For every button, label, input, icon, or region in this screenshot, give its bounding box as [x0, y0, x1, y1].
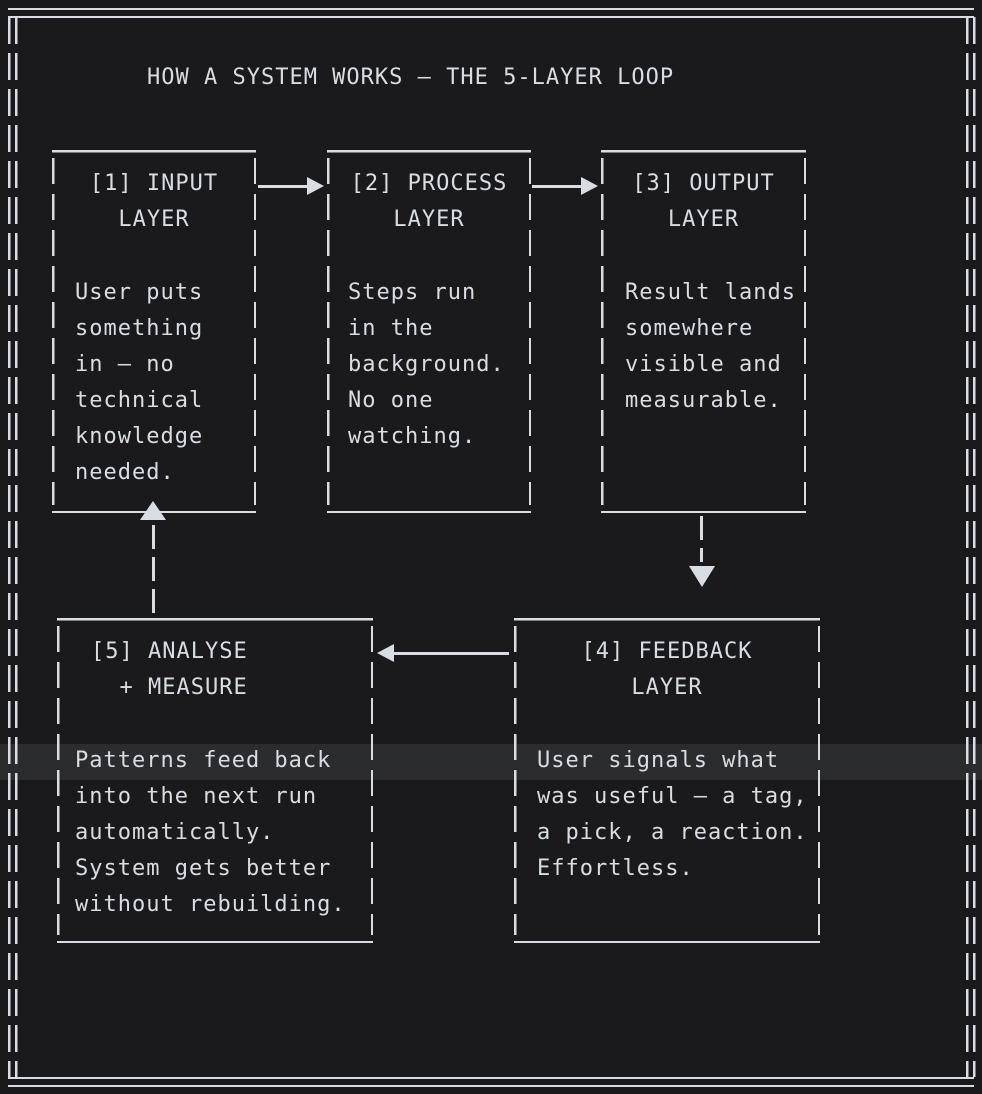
- arrow-process-to-output: [532, 177, 598, 195]
- body-line: Effortless.: [537, 856, 694, 881]
- outer-frame-bottom-border: [8, 1077, 974, 1087]
- body-line: System gets better: [75, 856, 332, 881]
- header-line: [1] INPUT: [89, 171, 219, 196]
- header-line: + MEASURE: [91, 675, 248, 700]
- body-line: Patterns feed back: [75, 748, 332, 773]
- outer-frame-left-border: [8, 17, 18, 1077]
- box-analyse-measure-body: Patterns feed back into the next run aut…: [57, 743, 373, 923]
- box-feedback-layer-header: [4] FEEDBACK LAYER: [514, 634, 820, 706]
- body-line: No one: [348, 388, 434, 413]
- arrow-shaft: [532, 185, 584, 188]
- arrow-feedback-to-analyse: [377, 644, 509, 662]
- box-input-layer-header: [1] INPUT LAYER: [52, 166, 256, 238]
- body-line: automatically.: [75, 820, 275, 845]
- box-process-layer-header: [2] PROCESS LAYER: [327, 166, 531, 238]
- arrow-right-icon: [307, 177, 324, 195]
- body-line: in the: [348, 316, 434, 341]
- header-line: [3] OUTPUT: [632, 171, 775, 196]
- body-line: needed.: [75, 460, 175, 485]
- arrow-right-icon: [581, 177, 598, 195]
- body-line: somewhere: [625, 316, 754, 341]
- arrow-up-icon: [140, 501, 166, 520]
- box-output-layer: [3] OUTPUT LAYER Result lands somewhere …: [601, 150, 806, 513]
- body-line: technical: [75, 388, 204, 413]
- header-line: [2] PROCESS: [350, 171, 508, 196]
- arrow-output-to-feedback-shaft: [700, 516, 703, 562]
- arrow-down-icon: [689, 566, 715, 587]
- box-feedback-layer: [4] FEEDBACK LAYER User signals what was…: [514, 618, 820, 943]
- box-analyse-measure: [5] ANALYSE + MEASURE Patterns feed back…: [57, 618, 373, 943]
- arrow-shaft: [392, 652, 509, 655]
- body-line: knowledge: [75, 424, 204, 449]
- body-line: Result lands: [625, 280, 796, 305]
- body-line: a pick, a reaction.: [537, 820, 808, 845]
- box-analyse-measure-header: [5] ANALYSE + MEASURE: [57, 634, 373, 706]
- body-line: was useful — a tag,: [537, 784, 808, 809]
- box-feedback-layer-body: User signals what was useful — a tag, a …: [514, 743, 820, 887]
- header-line: LAYER: [667, 207, 740, 232]
- header-line: [4] FEEDBACK: [581, 639, 753, 664]
- body-line: watching.: [348, 424, 477, 449]
- body-line: without rebuilding.: [75, 892, 346, 917]
- outer-frame-top-border: [8, 8, 974, 18]
- box-output-layer-header: [3] OUTPUT LAYER: [601, 166, 806, 238]
- body-line: background.: [348, 352, 505, 377]
- body-line: in — no: [75, 352, 175, 377]
- body-line: measurable.: [625, 388, 782, 413]
- box-output-layer-body: Result lands somewhere visible and measu…: [601, 275, 806, 419]
- box-input-layer: [1] INPUT LAYER User puts something in —…: [52, 150, 256, 513]
- body-line: User puts: [75, 280, 204, 305]
- body-line: Steps run: [348, 280, 477, 305]
- body-line: into the next run: [75, 784, 318, 809]
- body-line: visible and: [625, 352, 782, 377]
- box-process-layer: [2] PROCESS LAYER Steps run in the backg…: [327, 150, 531, 513]
- header-line: LAYER: [393, 207, 465, 232]
- header-line: LAYER: [118, 207, 190, 232]
- box-process-layer-body: Steps run in the background. No one watc…: [327, 275, 531, 455]
- body-line: something: [75, 316, 204, 341]
- arrow-left-icon: [377, 644, 394, 662]
- box-input-layer-body: User puts something in — no technical kn…: [52, 275, 256, 491]
- diagram-title: HOW A SYSTEM WORKS — THE 5-LAYER LOOP: [147, 65, 675, 90]
- arrow-analyse-to-input-shaft: [152, 525, 155, 618]
- arrow-input-to-process: [258, 177, 324, 195]
- header-line: LAYER: [631, 675, 703, 700]
- arrow-shaft: [258, 185, 310, 188]
- outer-frame-right-border: [966, 17, 976, 1077]
- body-line: User signals what: [537, 748, 780, 773]
- header-line: [5] ANALYSE: [91, 639, 248, 664]
